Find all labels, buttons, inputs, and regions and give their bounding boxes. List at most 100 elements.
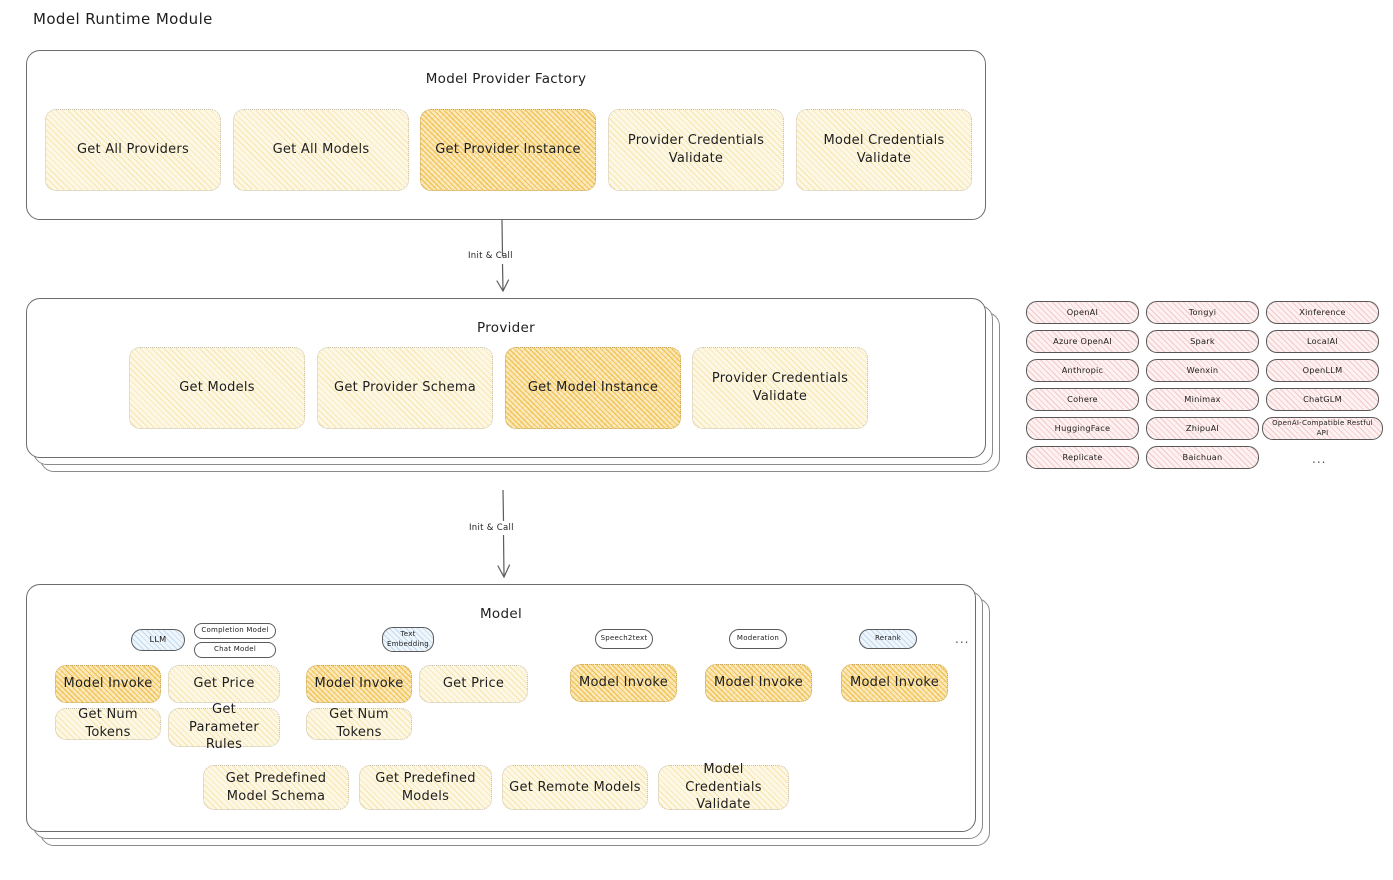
arrow-provider-to-model: Init & Call [469,489,540,585]
node-label: Get Price [442,676,505,692]
node-text-embedding-get-num-tokens[interactable]: Get Num Tokens [306,707,412,740]
node-label: Get Models [179,380,255,396]
node-label: Provider Credentials Validate [627,133,765,166]
provider-chip-huggingface[interactable]: HuggingFace [1026,417,1139,440]
node-speech2text-model-invoke[interactable]: Model Invoke [570,664,677,702]
chip-label: Minimax [1184,393,1221,404]
model-provider-factory-card: Model Provider Factory Get All Providers… [26,50,986,220]
chip-label: Baichuan [1182,451,1223,462]
node-get-predefined-models[interactable]: Get Predefined Models [359,765,492,810]
chip-label: Xinference [1299,306,1346,317]
model-type-badge-rerank[interactable]: Rerank [859,629,917,649]
chip-label: OpenAI [1066,306,1099,317]
node-provider-credentials-validate-2[interactable]: Provider Credentials Validate [692,347,868,429]
chip-label: ChatGLM [1303,393,1342,404]
node-label: Get Predefined Models [375,770,476,804]
node-get-all-providers[interactable]: Get All Providers [45,109,221,191]
badge-label: Completion Model [201,626,269,635]
provider-chip-chatglm[interactable]: ChatGLM [1266,388,1379,411]
arrow-factory-to-provider: Init & Call [468,219,540,300]
provider-chip-azure-openai[interactable]: Azure OpenAI [1026,330,1139,353]
node-get-remote-models[interactable]: Get Remote Models [502,765,648,810]
node-get-provider-instance[interactable]: Get Provider Instance [420,109,596,191]
chip-label: Cohere [1067,393,1098,404]
model-type-badge-speech2text[interactable]: Speech2text [595,629,653,649]
node-moderation-model-invoke[interactable]: Model Invoke [705,664,812,702]
provider-card: Provider Get Models Get Provider Schema … [26,298,986,458]
provider-chip-tongyi[interactable]: Tongyi [1146,301,1259,324]
node-get-predefined-model-schema[interactable]: Get Predefined Model Schema [203,765,349,810]
node-label: Model Credentials Validate [823,133,945,166]
provider-chip-cohere[interactable]: Cohere [1026,388,1139,411]
provider-chip-wenxin[interactable]: Wenxin [1146,359,1259,382]
model-type-badge-moderation[interactable]: Moderation [729,629,787,649]
arrow-label: Init & Call [469,523,514,533]
provider-chip-openai-compatible-restful-api[interactable]: OpenAI-Compatible Restful API [1262,417,1383,440]
provider-chip-spark[interactable]: Spark [1146,330,1259,353]
badge-label: Speech2text [600,634,648,643]
chip-label: Anthropic [1061,364,1104,375]
provider-chip-minimax[interactable]: Minimax [1146,388,1259,411]
node-label: Model Invoke [63,676,153,692]
node-label: Get All Models [272,142,370,158]
node-label: Get All Providers [76,142,190,158]
provider-chip-replicate[interactable]: Replicate [1026,446,1139,469]
page-title: Model Runtime Module [33,10,213,28]
node-get-provider-schema[interactable]: Get Provider Schema [317,347,493,429]
node-label: Get Model Instance [527,380,659,396]
badge-label: Rerank [874,634,901,643]
node-label: Model Invoke [850,675,939,691]
chip-label: ZhipuAI [1185,422,1220,433]
chip-label: LocalAI [1307,335,1338,346]
node-llm-get-num-tokens[interactable]: Get Num Tokens [55,707,161,740]
node-label: Model Credentials Validate [685,762,762,813]
model-provider-factory-title: Model Provider Factory [425,71,587,87]
node-text-embedding-get-price[interactable]: Get Price [419,665,528,703]
model-type-badge-llm[interactable]: LLM [131,629,185,651]
node-llm-get-parameter-rules[interactable]: Get Parameter Rules [168,702,280,752]
node-model-credentials-validate[interactable]: Model Credentials Validate [796,109,972,191]
chip-label: Azure OpenAI [1053,335,1112,346]
node-text-embedding-model-invoke[interactable]: Model Invoke [306,665,412,703]
model-title: Model [479,606,523,622]
arrow-icon [497,489,511,579]
model-card: Model LLM Completion Model Chat Model Mo… [26,584,976,832]
chip-label: Spark [1190,335,1215,346]
badge-label: Moderation [736,634,780,643]
node-provider-credentials-validate[interactable]: Provider Credentials Validate [608,109,784,191]
chip-label: HuggingFace [1054,422,1111,433]
provider-chip-xinference[interactable]: Xinference [1266,301,1379,324]
node-label: Get Provider Schema [334,380,476,396]
node-llm-get-price[interactable]: Get Price [168,665,280,703]
provider-chip-anthropic[interactable]: Anthropic [1026,359,1139,382]
model-subtype-completion-model[interactable]: Completion Model [194,623,276,639]
provider-chip-localai[interactable]: LocalAI [1266,330,1379,353]
node-label: Get Price [193,676,255,692]
chip-label: Wenxin [1186,364,1219,375]
model-type-badge-text-embedding[interactable]: Text Embedding [382,627,434,652]
provider-chip-openllm[interactable]: OpenLLM [1266,359,1379,382]
provider-title: Provider [477,320,535,336]
arrow-label: Init & Call [468,251,513,261]
node-get-all-models[interactable]: Get All Models [233,109,409,191]
node-get-models[interactable]: Get Models [129,347,305,429]
node-label: Get Num Tokens [329,707,389,740]
node-llm-model-invoke[interactable]: Model Invoke [55,665,161,703]
badge-label: Text Embedding [387,630,429,648]
provider-chip-openai[interactable]: OpenAI [1026,301,1139,324]
badge-label: LLM [149,634,167,645]
provider-chip-baichuan[interactable]: Baichuan [1146,446,1259,469]
model-types-more: ... [955,632,970,646]
badge-label: Chat Model [213,645,257,654]
node-rerank-model-invoke[interactable]: Model Invoke [841,664,948,702]
node-label: Get Predefined Model Schema [225,770,327,804]
provider-chip-zhipuai[interactable]: ZhipuAI [1146,417,1259,440]
node-label: Provider Credentials Validate [711,371,849,404]
chip-label: OpenAI-Compatible Restful API [1272,419,1373,437]
node-get-model-instance[interactable]: Get Model Instance [505,347,681,429]
chip-label: Tongyi [1188,306,1217,317]
model-subtype-chat-model[interactable]: Chat Model [194,642,276,658]
node-model-credentials-validate-2[interactable]: Model Credentials Validate [658,762,789,812]
provider-list-more: ... [1312,452,1327,466]
chip-label: Replicate [1062,451,1103,462]
